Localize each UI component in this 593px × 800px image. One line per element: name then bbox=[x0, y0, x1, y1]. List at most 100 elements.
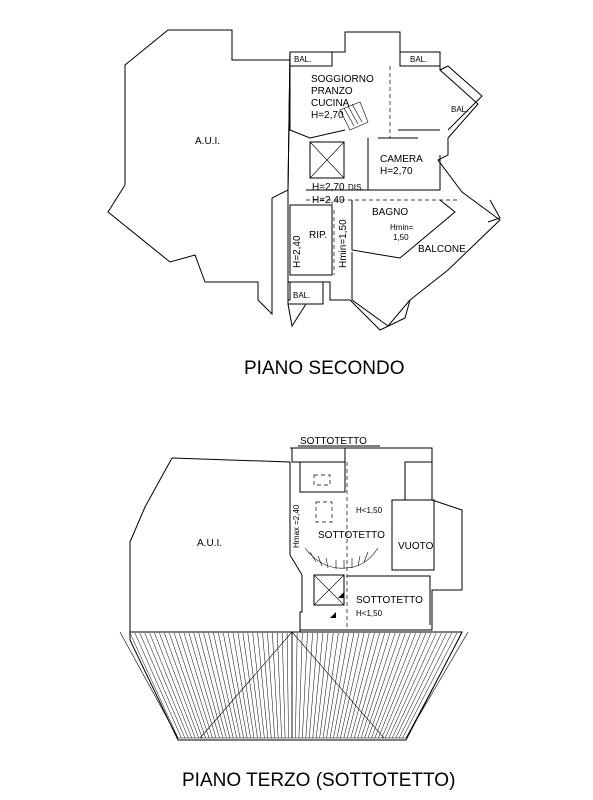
roof-hatch-line bbox=[357, 632, 391, 739]
sottotetto-top-box bbox=[291, 448, 346, 463]
roof-hatch-line bbox=[242, 632, 258, 739]
roof-hatch-line bbox=[371, 632, 411, 739]
roof-hatch-line bbox=[129, 632, 179, 739]
roof-hatch-line bbox=[247, 632, 262, 739]
bagno-hmin-value: 1,50 bbox=[393, 233, 409, 242]
roof-hatch-line bbox=[329, 632, 349, 739]
marker-triangle-1 bbox=[338, 592, 344, 598]
roof-hatch-line bbox=[295, 632, 298, 739]
roof-hatch-line bbox=[218, 632, 241, 739]
bal-top-right-label: BAL. bbox=[410, 55, 427, 64]
rip-height-label: H=2,40 bbox=[292, 235, 303, 268]
roof-hatch-line bbox=[360, 632, 396, 739]
roof-hatch-line bbox=[298, 632, 303, 739]
bal-top-left-box bbox=[289, 51, 333, 67]
stair-cross-second bbox=[309, 141, 345, 179]
roof-hatch-line bbox=[286, 632, 289, 739]
sottotetto-mid-label: SOTTOTETTO bbox=[318, 530, 385, 541]
roof-hatch-line bbox=[159, 632, 199, 739]
roof-hatch-line bbox=[340, 632, 365, 739]
roof-hatch-line bbox=[326, 632, 344, 739]
bal-top-right-box bbox=[399, 51, 441, 67]
roof-hatch-line bbox=[227, 632, 248, 739]
sottotetto-low-room bbox=[347, 575, 431, 625]
stair-curve-third bbox=[304, 547, 379, 569]
apartment-outline-third bbox=[290, 447, 463, 631]
roof-hatch-line bbox=[198, 632, 227, 739]
roof-hatch-line bbox=[385, 632, 432, 739]
roof-hatch-line bbox=[173, 632, 210, 739]
aui-outline-second bbox=[107, 29, 291, 316]
roof-hatch-line bbox=[302, 632, 308, 739]
h-less-label-1: H<1,50 bbox=[356, 506, 383, 515]
roof-hatch-line bbox=[139, 632, 186, 739]
roof-hatch-line bbox=[391, 632, 442, 739]
roof-hatch-line bbox=[402, 632, 458, 739]
dis-height-1-label: H=2,70 bbox=[312, 182, 345, 193]
camera-height-label: H=2,70 bbox=[380, 166, 413, 177]
roof-hatch-line bbox=[193, 632, 224, 739]
roof-hatch-line bbox=[350, 632, 380, 739]
roof-hatch-line bbox=[203, 632, 231, 739]
roof-hatch-line bbox=[388, 632, 437, 739]
roof-hatch-line bbox=[322, 632, 339, 739]
aui-outline-third bbox=[129, 457, 303, 633]
sottotetto-top-label: SOTTOTETTO bbox=[300, 436, 367, 447]
roof-hatch-line bbox=[237, 632, 255, 739]
hmax-label: Hmax =2,40 bbox=[292, 504, 301, 548]
roof-outline bbox=[129, 631, 463, 741]
dis-label: DIS. bbox=[348, 183, 364, 192]
right-small-room bbox=[404, 461, 433, 501]
roof-hatch-line bbox=[169, 632, 206, 739]
h-less-label-2: H<1,50 bbox=[356, 609, 383, 618]
stair-cross-third bbox=[313, 574, 345, 606]
roof-hatch-line bbox=[183, 632, 217, 739]
dis-height-2-label: H=2,40 bbox=[312, 195, 345, 206]
roof-hatch-line bbox=[347, 632, 375, 739]
roof-hatch-line bbox=[333, 632, 355, 739]
stair-shaft-second bbox=[309, 141, 345, 179]
roof-hatch-line bbox=[262, 632, 272, 739]
roof-hatch-line bbox=[305, 632, 313, 739]
bal-right-outline bbox=[439, 65, 483, 131]
sottotetto-low-label: SOTTOTETTO bbox=[356, 595, 423, 606]
second-floor-plan: A.U.I. BAL. BAL. BAL. BAL. SOGGIORNO PRA… bbox=[107, 29, 501, 379]
roof-hatch-lines bbox=[129, 632, 463, 739]
roof-hatch-line bbox=[272, 632, 279, 739]
roof-hatch-line bbox=[188, 632, 220, 739]
roof-hatch-line bbox=[144, 632, 189, 739]
pranzo-label: PRANZO bbox=[311, 86, 353, 97]
balcone-label: BALCONE bbox=[418, 244, 466, 255]
bal-bottom-label: BAL. bbox=[293, 291, 310, 300]
roof-hatch-line bbox=[374, 632, 416, 739]
roof-hatch-line bbox=[149, 632, 193, 739]
roof-hatch-line bbox=[223, 632, 244, 739]
bal-bottom-corner bbox=[287, 303, 307, 328]
roof-hatch-line bbox=[232, 632, 251, 739]
camera-wall bbox=[367, 138, 441, 191]
roof-hatch-line bbox=[343, 632, 370, 739]
roof-hatch-line bbox=[281, 632, 286, 739]
marker-triangle-2 bbox=[330, 612, 336, 618]
roof-hatch-line bbox=[336, 632, 360, 739]
rip-room bbox=[289, 204, 333, 276]
roof-hatch-line bbox=[364, 632, 401, 739]
roof-hatch-line bbox=[378, 632, 422, 739]
roof-hatch-line bbox=[257, 632, 269, 739]
roof-hatch-line bbox=[213, 632, 237, 739]
roof-hatch-line bbox=[277, 632, 282, 739]
roof-hatching bbox=[119, 631, 469, 741]
roof-hatch-line bbox=[405, 632, 463, 739]
cucina-label: CUCINA bbox=[311, 98, 350, 109]
bagno-wall bbox=[351, 199, 456, 259]
stair-steps-third bbox=[309, 551, 369, 569]
stair-shaft-third bbox=[313, 574, 345, 606]
roof-hatch-line bbox=[252, 632, 265, 739]
roof-hatch-line bbox=[178, 632, 213, 739]
roof-hatch-line bbox=[398, 632, 452, 739]
third-mid-hatch bbox=[315, 501, 333, 523]
balcone-right-corner bbox=[487, 199, 501, 223]
soggiorno-label: SOGGIORNO bbox=[311, 74, 374, 85]
camera-label: CAMERA bbox=[380, 154, 423, 165]
